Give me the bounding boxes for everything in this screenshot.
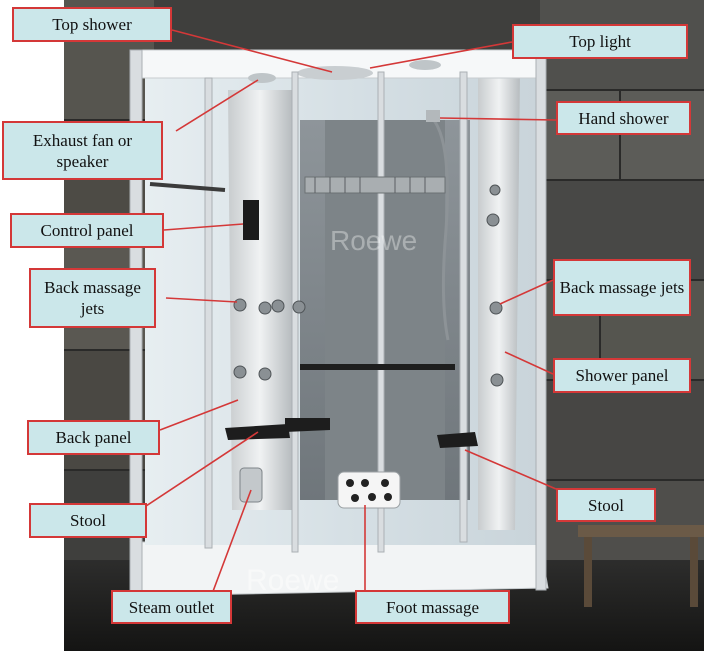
label-back-panel: Back panel [27, 420, 160, 455]
label-control-panel: Control panel [10, 213, 164, 248]
label-stool-right: Stool [556, 488, 656, 522]
label-top-shower: Top shower [12, 7, 172, 42]
label-back-massage-jets-right: Back massage jets [553, 259, 691, 316]
label-shower-panel: Shower panel [553, 358, 691, 393]
label-exhaust-fan-or-speaker: Exhaust fan or speaker [2, 121, 163, 180]
label-top-light: Top light [512, 24, 688, 59]
shower-cabin: Roewe Roewe [130, 50, 548, 597]
brand-watermark-bottom: Roewe [246, 564, 339, 597]
label-steam-outlet: Steam outlet [111, 590, 232, 624]
label-stool-left: Stool [29, 503, 147, 538]
label-foot-massage: Foot massage [355, 590, 510, 624]
label-back-massage-jets-left: Back massage jets [29, 268, 156, 328]
brand-watermark: Roewe [330, 225, 417, 256]
label-hand-shower: Hand shower [556, 101, 691, 135]
